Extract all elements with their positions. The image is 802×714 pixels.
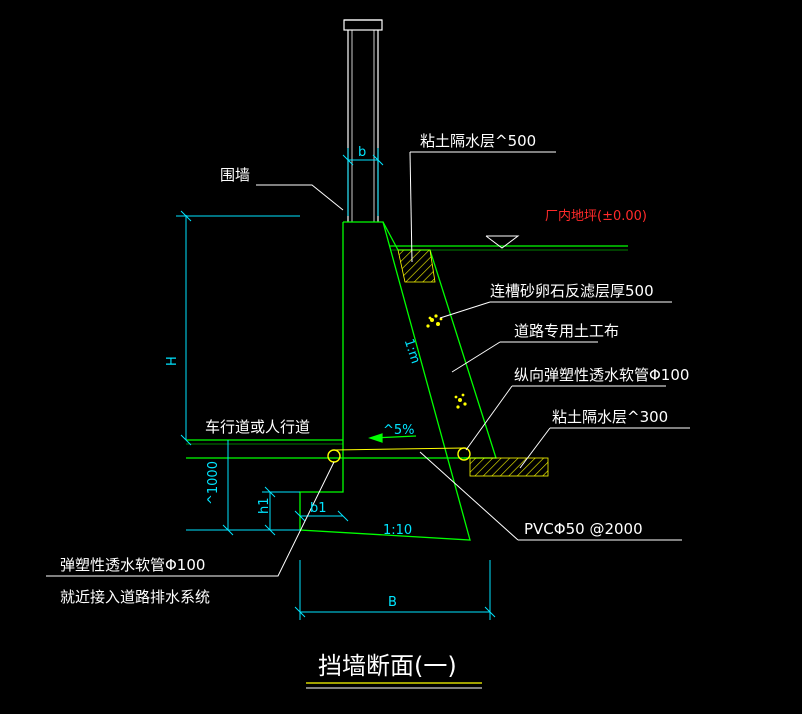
roadway-label: 车行道或人行道 <box>205 418 310 436</box>
gravel-filter-label: 连槽砂卵石反滤层厚500 <box>490 282 654 300</box>
dimension-lines <box>176 148 496 620</box>
dim-h1: h1 <box>257 497 272 514</box>
gravel-symbols <box>426 314 467 409</box>
pvc-pipe-line <box>333 447 465 451</box>
ground-level-label: 厂内地坪(±0.00) <box>545 208 647 224</box>
dim-b1: b1 <box>310 501 327 516</box>
drawing-title: 挡墙断面(一) <box>318 652 457 680</box>
dim-b: b <box>358 145 366 160</box>
level-marker <box>485 235 520 249</box>
dim-slope-back: 1:m <box>401 337 423 366</box>
geotextile-label: 道路专用土工布 <box>514 322 619 340</box>
dim-drain-slope: ^5% <box>383 423 415 438</box>
leader-lines <box>46 151 690 577</box>
clay-layer-bottom-label: 粘土隔水层^300 <box>552 408 668 426</box>
dim-slope-base: 1:10 <box>383 523 412 538</box>
pipe-left-icon <box>327 449 341 463</box>
pvc-label: PVCΦ50 @2000 <box>524 520 643 538</box>
dim-B: B <box>388 595 397 610</box>
dim-H: H <box>165 356 180 366</box>
long-pipe-label: 纵向弹塑性透水软管Φ100 <box>514 366 689 384</box>
drain-connect-label: 就近接入道路排水系统 <box>60 588 210 606</box>
fence-wall-shape <box>343 19 383 222</box>
clay-layer-hatch <box>397 249 549 477</box>
drain-slope-arrow <box>368 433 417 443</box>
dim-1000: ^1000 <box>206 461 221 505</box>
clay-layer-top-label: 粘土隔水层^500 <box>420 132 536 150</box>
retaining-wall-body <box>299 221 497 541</box>
fence-wall-label: 围墙 <box>220 166 250 184</box>
pipe-left-label: 弹塑性透水软管Φ100 <box>60 556 205 574</box>
